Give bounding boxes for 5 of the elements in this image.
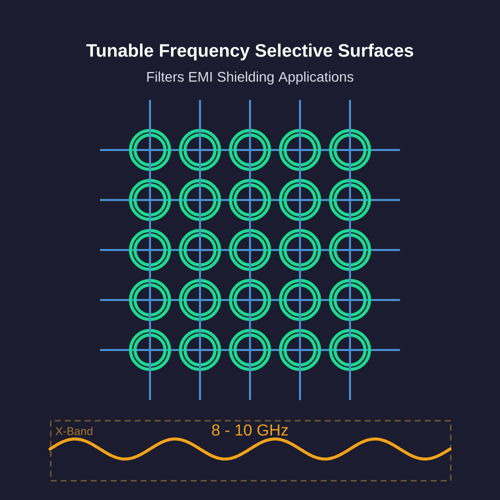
title: Tunable Frequency Selective Surfaces xyxy=(86,44,414,60)
band-label: X-Band xyxy=(56,426,92,436)
frequency-label: 8 - 10 GHz xyxy=(212,424,288,436)
band-box xyxy=(50,420,452,482)
subtitle: Filters EMI Shielding Applications xyxy=(147,71,354,85)
